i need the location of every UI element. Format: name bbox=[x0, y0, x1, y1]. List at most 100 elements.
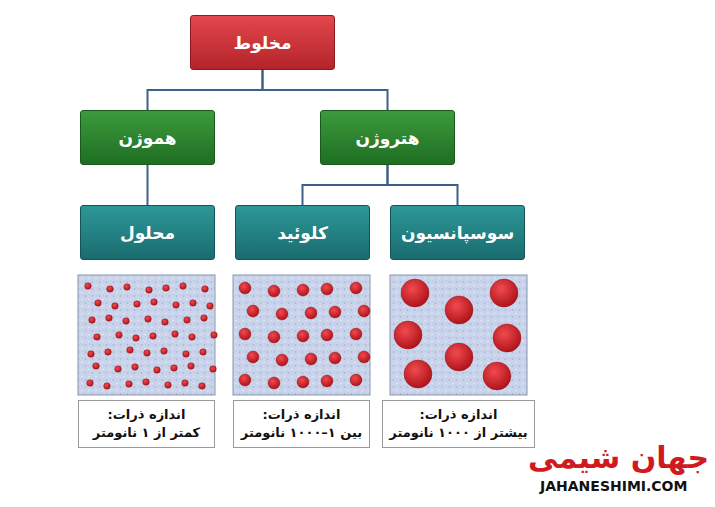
particle bbox=[87, 380, 94, 387]
node-body: کمتر از ۱ نانومتر bbox=[93, 424, 200, 442]
particle bbox=[394, 321, 422, 349]
particle bbox=[493, 324, 521, 352]
particle bbox=[297, 284, 309, 296]
particle bbox=[401, 279, 429, 307]
node-body: بیشتر از ۱۰۰۰ نانومتر bbox=[389, 424, 527, 442]
node-title: کلوئید bbox=[277, 223, 328, 243]
particle bbox=[184, 317, 191, 324]
particle bbox=[188, 363, 195, 370]
particle bbox=[297, 376, 309, 388]
particle bbox=[199, 383, 206, 390]
particle bbox=[116, 332, 123, 339]
particle bbox=[445, 343, 473, 371]
category-box: سوسپانسیون bbox=[390, 205, 525, 260]
particle bbox=[165, 382, 172, 389]
particle bbox=[172, 331, 179, 338]
node-body: بین ۱–۱۰۰۰ نانومتر bbox=[241, 424, 362, 442]
particle bbox=[95, 300, 102, 307]
particle bbox=[239, 328, 251, 340]
particle bbox=[115, 366, 122, 373]
tree-connector bbox=[147, 165, 149, 205]
size-box: اندازه ذرات:کمتر از ۱ نانومتر bbox=[78, 400, 215, 448]
particle bbox=[350, 328, 362, 340]
particle bbox=[94, 334, 101, 341]
particle bbox=[239, 374, 251, 386]
particle bbox=[490, 279, 518, 307]
particle bbox=[276, 308, 288, 320]
particle bbox=[127, 347, 134, 354]
particle bbox=[321, 375, 333, 387]
particle bbox=[211, 332, 218, 339]
particle bbox=[133, 335, 140, 342]
particle bbox=[171, 365, 178, 372]
particle bbox=[329, 306, 341, 318]
particle bbox=[276, 354, 288, 366]
particle bbox=[107, 286, 114, 293]
particle bbox=[132, 364, 139, 371]
particle bbox=[247, 351, 259, 363]
particle bbox=[163, 285, 170, 292]
particle bbox=[404, 360, 432, 388]
particle bbox=[134, 301, 141, 308]
particle bbox=[105, 349, 112, 356]
particle bbox=[305, 353, 317, 365]
particle bbox=[145, 316, 152, 323]
particle bbox=[200, 349, 207, 356]
particle bbox=[93, 363, 100, 370]
node-title: مخلوط bbox=[233, 33, 291, 53]
particle bbox=[358, 351, 370, 363]
particle bbox=[143, 379, 150, 386]
category-box: کلوئید bbox=[235, 205, 370, 260]
particle bbox=[268, 331, 280, 343]
particle bbox=[268, 285, 280, 297]
particle bbox=[126, 381, 133, 388]
particle bbox=[161, 348, 168, 355]
node-title: سوسپانسیون bbox=[401, 223, 514, 243]
particle bbox=[154, 367, 161, 374]
particle bbox=[329, 352, 341, 364]
colloid-panel bbox=[233, 275, 370, 395]
particle bbox=[202, 286, 209, 293]
particle bbox=[350, 374, 362, 386]
particle bbox=[124, 284, 131, 291]
particle bbox=[445, 296, 473, 324]
tree-connector bbox=[388, 165, 458, 205]
particle bbox=[146, 287, 153, 294]
logo-text: جهان شیمی bbox=[528, 440, 709, 475]
particle bbox=[321, 329, 333, 341]
particle bbox=[112, 303, 119, 310]
particle bbox=[239, 282, 251, 294]
size-box: اندازه ذرات:بین ۱–۱۰۰۰ نانومتر bbox=[233, 400, 370, 448]
particle bbox=[173, 302, 180, 309]
particle bbox=[305, 307, 317, 319]
particle bbox=[180, 283, 187, 290]
particle bbox=[210, 366, 217, 373]
particle bbox=[358, 305, 370, 317]
node-title: هتروژن bbox=[355, 128, 419, 148]
node-title: هموژن bbox=[118, 128, 176, 148]
category-box: هتروژن bbox=[320, 110, 455, 165]
particle bbox=[183, 351, 190, 358]
node-title: اندازه ذرات: bbox=[420, 406, 498, 424]
particle bbox=[151, 299, 158, 306]
particle bbox=[201, 315, 208, 322]
particle bbox=[144, 350, 151, 357]
particle bbox=[190, 300, 197, 307]
logo-url: JAHANESHIMI.COM bbox=[540, 478, 687, 494]
particle bbox=[88, 351, 95, 358]
particle bbox=[207, 303, 214, 310]
particle bbox=[268, 377, 280, 389]
particle bbox=[483, 362, 511, 390]
size-box: اندازه ذرات:بیشتر از ۱۰۰۰ نانومتر bbox=[382, 400, 534, 448]
particle bbox=[123, 318, 130, 325]
particle bbox=[247, 305, 259, 317]
particle bbox=[297, 330, 309, 342]
category-box: مخلوط bbox=[190, 15, 335, 70]
particle bbox=[106, 315, 113, 322]
solution-panel bbox=[78, 275, 215, 395]
suspension-panel bbox=[390, 275, 527, 395]
category-box: محلول bbox=[80, 205, 215, 260]
node-title: اندازه ذرات: bbox=[108, 406, 186, 424]
node-title: اندازه ذرات: bbox=[263, 406, 341, 424]
